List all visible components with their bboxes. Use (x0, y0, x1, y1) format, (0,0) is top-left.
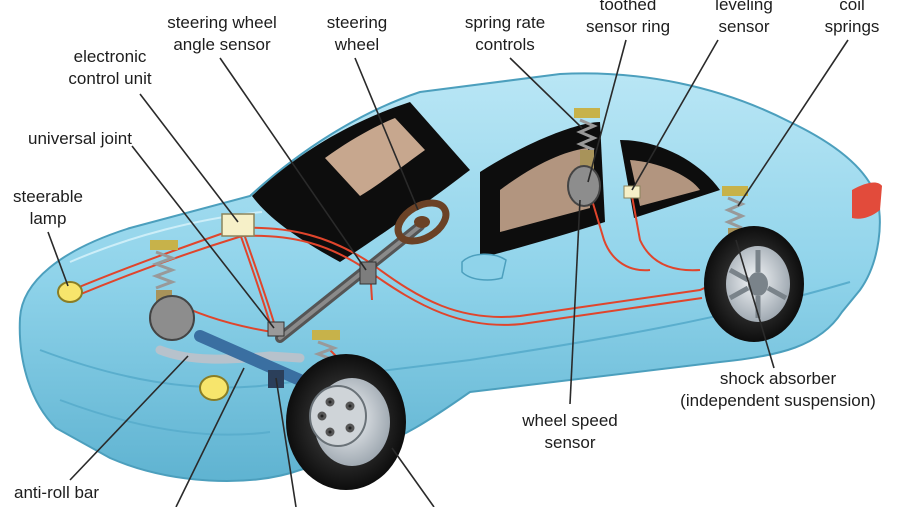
strut-front-left (149, 240, 195, 341)
leader-steerable-lamp (47, 231, 69, 287)
label-steerable-lamp: steerable lamp (13, 187, 83, 228)
rear-wheel (704, 226, 804, 342)
front-wheel (286, 354, 406, 490)
label-leveling-sensor: leveling sensor (715, 0, 773, 36)
leader-anti-roll-bar (69, 355, 189, 481)
leader-lines (47, 39, 849, 508)
leader-leveling-sensor (631, 39, 719, 191)
ecu-box (221, 213, 255, 237)
leader-toothed-sensor-ring (587, 39, 627, 183)
steering-assembly (221, 185, 641, 343)
leader-electronic-control-unit (139, 93, 239, 223)
label-universal-joint: universal joint (28, 129, 132, 148)
leader-steering-wheel (354, 57, 419, 211)
front-axle-parts (155, 330, 306, 388)
wiring-harness (71, 195, 741, 405)
label-anti-roll-bar: anti-roll bar (14, 483, 100, 502)
label-wheel-speed-sensor: wheel speed sensor (522, 411, 618, 452)
label-steering-wheel-angle-sensor: steering wheel angle sensor (167, 13, 277, 54)
leader-bottom-3 (391, 447, 435, 508)
car-body (18, 72, 882, 483)
label-coil-springs: coil springs (824, 0, 880, 36)
label-spring-rate-controls: spring rate controls (464, 13, 546, 54)
leader-universal-joint (131, 145, 275, 329)
steering-wheel-rim (394, 199, 450, 245)
leader-steering-wheel-angle-sensor (219, 57, 367, 271)
strut-rear-left (567, 108, 601, 207)
steerable-lamp-left (57, 281, 83, 303)
steerable-lamp-right (199, 375, 229, 401)
side-mirror (461, 253, 507, 281)
leader-wheel-speed-sensor (569, 199, 581, 405)
label-toothed-sensor-ring: toothed sensor ring (585, 0, 671, 36)
tail-light (852, 182, 882, 219)
label-steering-wheel: steering wheel (326, 13, 388, 54)
leader-shock-absorber (735, 239, 775, 369)
label-shock-absorber: shock absorber (independent suspension) (680, 369, 876, 410)
anti-roll-bar-shape (155, 345, 305, 364)
leader-bottom-1 (175, 367, 245, 508)
lamps (57, 281, 229, 401)
leader-bottom-2 (275, 377, 297, 508)
leader-spring-rate-controls (509, 57, 583, 129)
leader-coil-springs (737, 39, 849, 207)
leveling-sensor-box (623, 185, 641, 199)
label-electronic-control-unit: electronic control unit (68, 47, 152, 88)
